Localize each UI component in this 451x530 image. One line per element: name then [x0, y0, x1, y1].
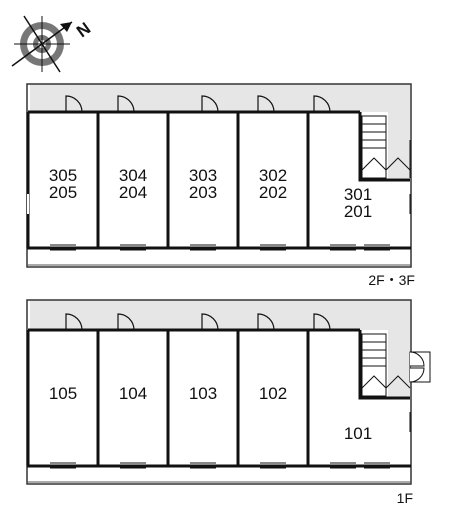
- unit-label: 203: [189, 183, 217, 202]
- floor-level-label: 2F・3F: [368, 272, 415, 288]
- north-label: N: [73, 19, 94, 42]
- unit-label: 201: [344, 202, 372, 221]
- ground-floor-plan: 105 104 103 102 101 1F: [26, 299, 431, 506]
- unit-label: 303: [189, 166, 217, 185]
- unit-label: 204: [119, 183, 147, 202]
- unit-label: 104: [119, 384, 147, 403]
- unit-label: 302: [259, 166, 287, 185]
- staircase-icon: [361, 115, 411, 179]
- unit-label: 101: [344, 424, 372, 443]
- floor-level-label: 1F: [397, 490, 413, 506]
- door-icon: [65, 95, 331, 113]
- unit-label: 305: [49, 166, 77, 185]
- unit-label: 202: [259, 183, 287, 202]
- unit-label: 205: [49, 183, 77, 202]
- compass-icon: [11, 15, 73, 73]
- unit-label: 301: [344, 185, 372, 204]
- window-icon: [50, 194, 411, 251]
- window-icon: [50, 412, 411, 469]
- entrance-door-icon: [409, 351, 431, 383]
- door-icon: [65, 313, 331, 331]
- unit-label: 103: [189, 384, 217, 403]
- unit-label: 105: [49, 384, 77, 403]
- upper-floor-plan: 305 205 304 204 303 203 302 202 301 201 …: [26, 83, 415, 288]
- unit-label: 304: [119, 166, 147, 185]
- unit-label: 102: [259, 384, 287, 403]
- staircase-icon: [361, 333, 411, 397]
